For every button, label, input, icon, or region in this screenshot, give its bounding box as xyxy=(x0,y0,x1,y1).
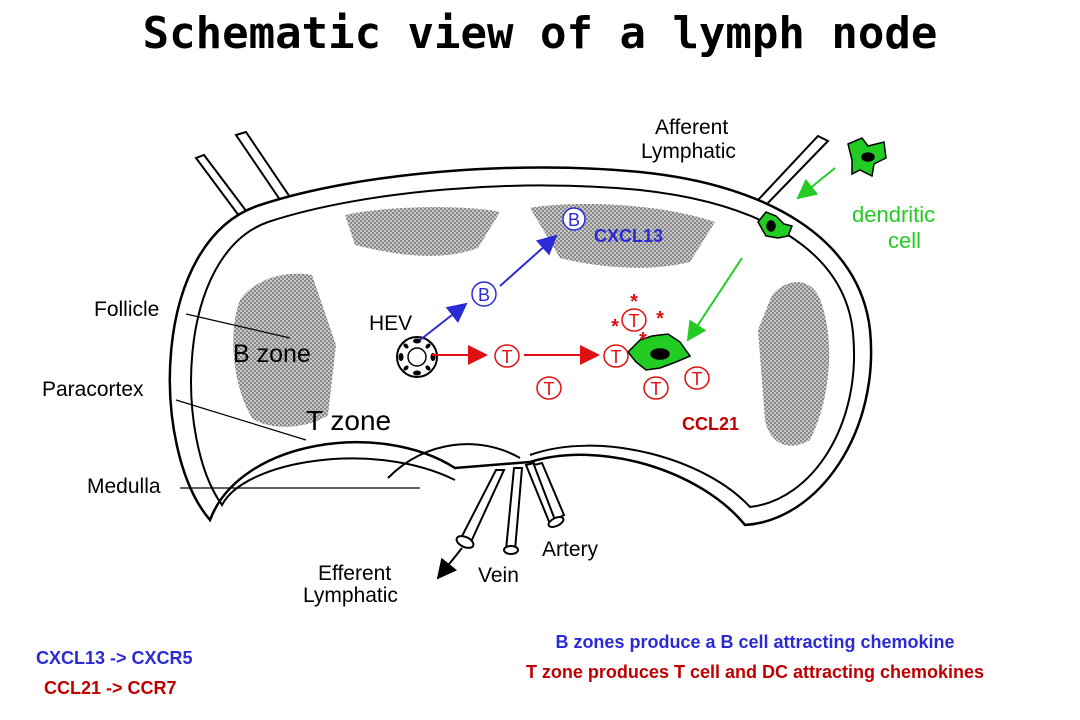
efferent-label: Efferent xyxy=(318,562,391,585)
capsule-outer xyxy=(168,166,873,527)
activation-star: * xyxy=(630,291,638,313)
footer-left-line1: CXCL13 -> CXCR5 xyxy=(36,648,193,668)
b-cell-label: B xyxy=(478,285,490,305)
t-cell-label: T xyxy=(611,347,622,367)
bzone-label: B zone xyxy=(233,340,311,368)
afferent-label: Afferent xyxy=(655,116,728,139)
t-cell-label: T xyxy=(629,311,640,331)
footer-right-line1: B zones produce a B cell attracting chem… xyxy=(555,632,955,652)
follicle-label: Follicle xyxy=(94,298,159,321)
efferent-arrow xyxy=(436,547,463,580)
activation-star: * xyxy=(611,316,619,338)
ccl21-label: CCL21 xyxy=(682,414,739,434)
paracortex-label: Paracortex xyxy=(42,378,144,401)
medulla-label: Medulla xyxy=(87,475,161,498)
dendritic-label: cell xyxy=(888,228,921,253)
efferent-label: Lymphatic xyxy=(303,584,398,607)
vein-label: Vein xyxy=(478,564,519,587)
artery-label: Artery xyxy=(542,538,599,561)
activation-star: * xyxy=(639,329,647,351)
t-cell-label: T xyxy=(544,379,555,399)
hev-structure xyxy=(396,336,438,378)
afferent-vessel-right xyxy=(756,134,830,207)
dc-path xyxy=(686,167,836,342)
footer-left-line2: CCL21 -> CCR7 xyxy=(44,678,177,698)
dendritic-cell-top xyxy=(847,137,887,178)
medulla-arc xyxy=(387,443,521,479)
activation-star: * xyxy=(656,308,664,330)
b-cell-path xyxy=(419,234,558,341)
afferent-label: Lymphatic xyxy=(641,140,736,163)
capsule-inner xyxy=(190,184,856,509)
b-cell-label: B xyxy=(568,210,580,230)
footer-right-line2: T zone produces T cell and DC attracting… xyxy=(525,662,985,682)
dendritic-label: dendritic xyxy=(852,202,935,227)
hev-label: HEV xyxy=(369,312,412,335)
b-cell xyxy=(471,207,586,307)
t-cell-label: T xyxy=(651,379,662,399)
t-cell-label: T xyxy=(502,347,513,367)
cxcl13-label: CXCL13 xyxy=(594,226,663,246)
page-title: Schematic view of a lymph node xyxy=(142,8,938,59)
dendritic-cell-entering xyxy=(757,211,794,239)
tzone-label: T zone xyxy=(306,405,391,436)
hilum-vessels xyxy=(455,461,566,555)
leader-lines xyxy=(175,313,420,489)
t-cell-label: T xyxy=(692,369,703,389)
t-cell xyxy=(494,308,710,400)
dendritic-cell-tzone xyxy=(626,333,692,371)
